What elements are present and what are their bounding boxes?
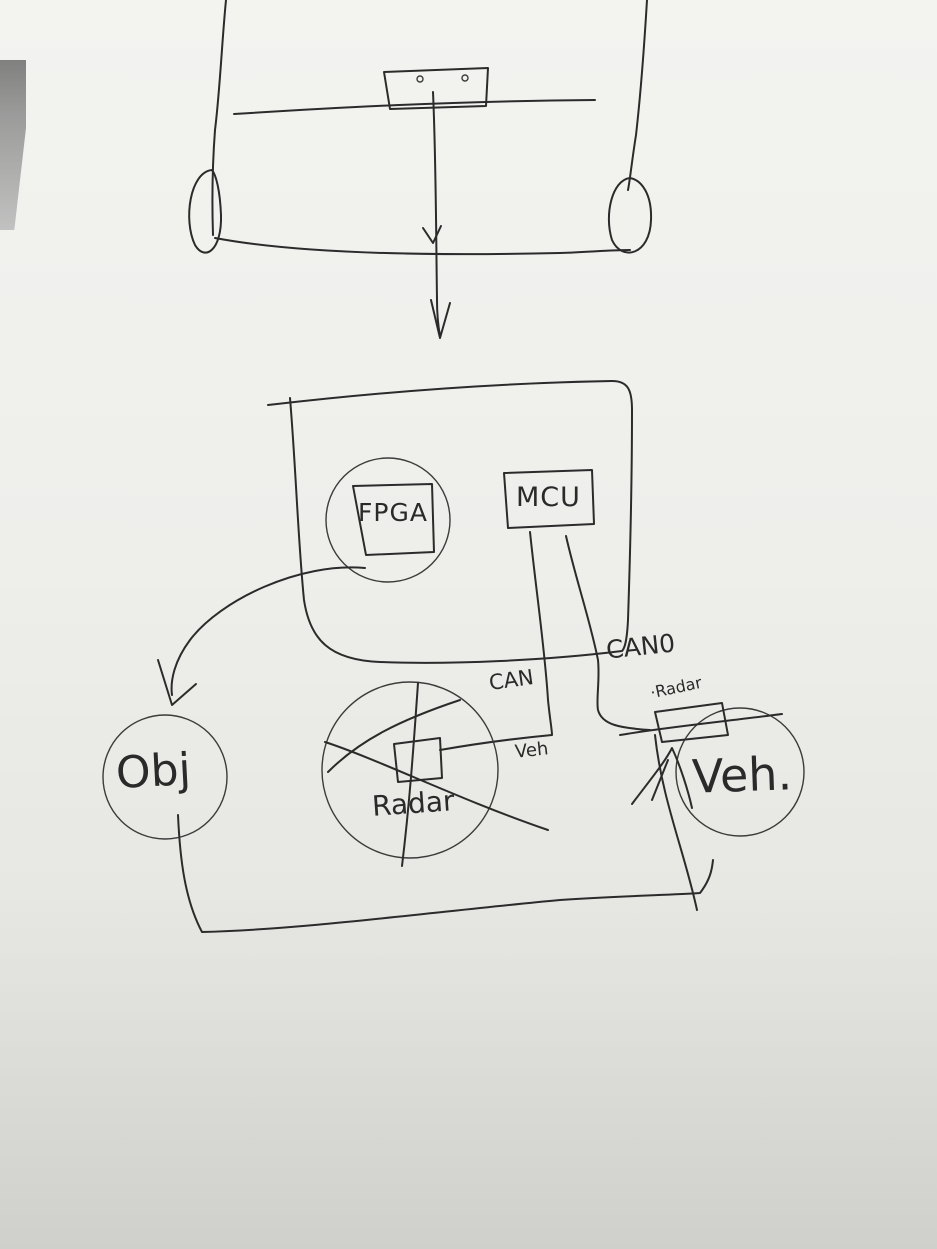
fpga-label: FPGA — [358, 498, 428, 527]
radar-node — [321, 681, 549, 867]
radar-cross-vertical — [401, 682, 419, 867]
mount-box — [383, 67, 489, 110]
down-arrow-shaft — [432, 91, 441, 337]
veh-radar-box — [654, 702, 729, 743]
paper-shadow — [0, 889, 937, 1249]
obj-node — [102, 714, 228, 840]
veh-small-label: Veh — [513, 738, 550, 763]
obj-label: Obj — [114, 744, 193, 799]
fpga-obj-arrow-head — [157, 659, 197, 706]
veh-mount-line — [619, 713, 783, 736]
radar-label: Radar — [370, 784, 456, 823]
top-vehicle-sketch — [188, 0, 653, 339]
radar-circle — [321, 681, 499, 859]
mcu-label: MCU — [516, 482, 581, 513]
mount-hole-left — [416, 75, 424, 83]
controller-housing — [267, 380, 633, 664]
mcu-to-radar-line — [439, 531, 553, 751]
veh-node — [619, 702, 805, 911]
top-left-side-line — [211, 0, 227, 236]
can0-label: CAN0 — [604, 628, 677, 665]
left-wheel — [188, 169, 223, 254]
veh-circle — [675, 707, 805, 837]
veh-label: Veh. — [691, 746, 793, 804]
fpga-to-obj-arrow — [157, 566, 366, 706]
veh-vertical-line — [654, 734, 698, 911]
top-right-side-line — [627, 0, 648, 191]
fpga-circle — [325, 457, 451, 583]
radar-box — [393, 737, 443, 783]
fpga-obj-curve — [170, 566, 366, 696]
top-horizontal-line — [233, 99, 596, 115]
fpga-box — [352, 483, 435, 556]
right-wheel — [607, 177, 653, 254]
housing-outline — [267, 380, 633, 664]
mcu-connections — [439, 531, 651, 751]
down-arrow-mid-head — [422, 225, 442, 244]
mount-hole-right — [461, 74, 469, 82]
down-arrow-head — [430, 299, 451, 339]
bottom-body-line — [214, 237, 631, 256]
veh-tripod — [631, 747, 693, 809]
radar-cross-slash — [327, 699, 461, 773]
mcu-to-can0-line — [565, 535, 651, 731]
mcu-box — [503, 469, 595, 529]
obj-circle — [102, 714, 228, 840]
bottom-loop-line — [177, 814, 714, 933]
radar-cross-diagonal — [324, 741, 549, 831]
